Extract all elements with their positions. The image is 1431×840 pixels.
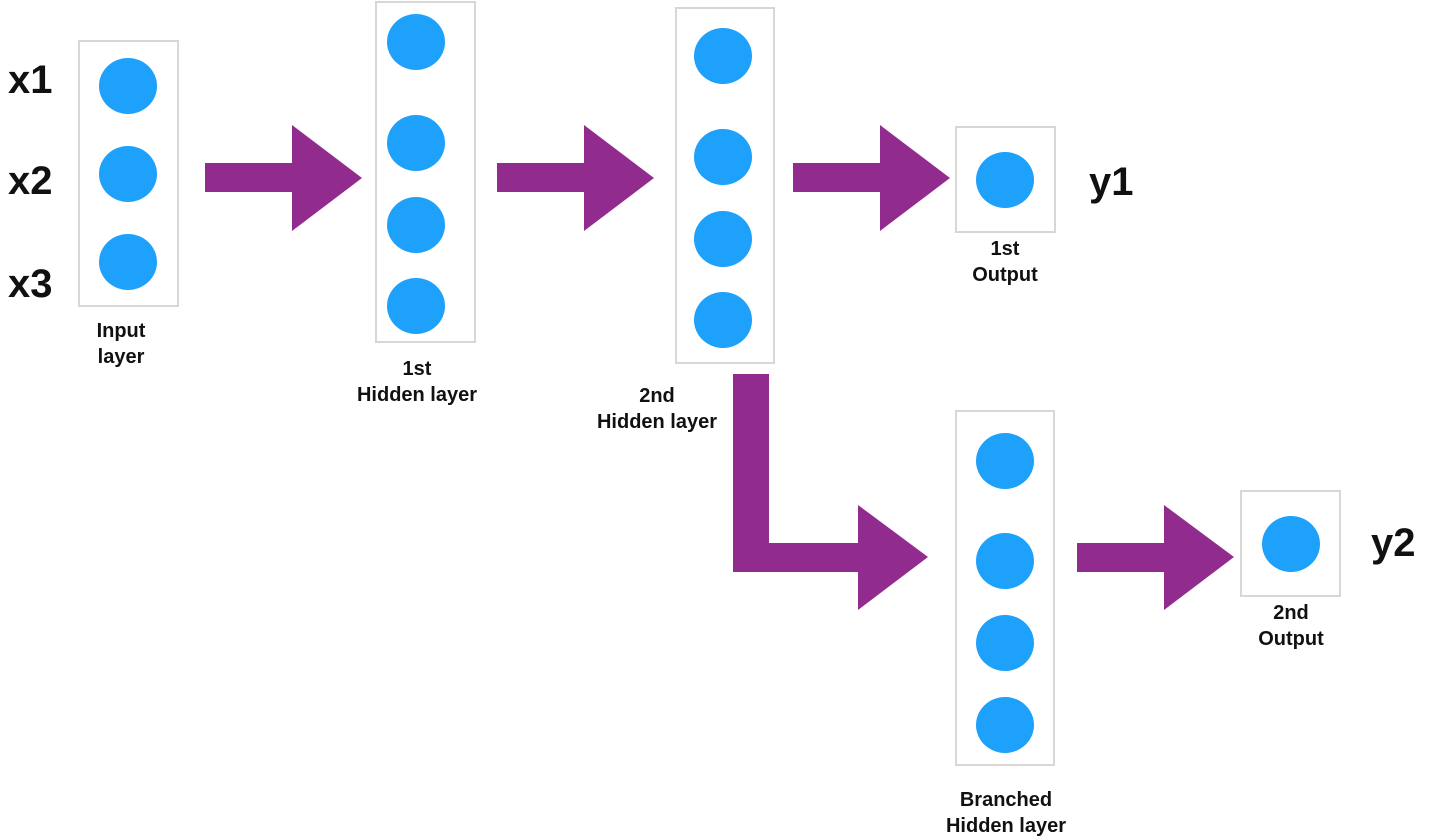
caption-output1-layer: 1st Output xyxy=(972,236,1038,288)
branched-layer-box xyxy=(955,410,1055,766)
input-label-x3: x3 xyxy=(8,262,53,306)
caption-output2-line1: 2nd xyxy=(1273,602,1309,624)
neuron-branched-3 xyxy=(976,615,1034,671)
caption-hidden2-layer: 2nd Hidden layer xyxy=(597,383,717,435)
caption-hidden1-layer: 1st Hidden layer xyxy=(357,356,477,408)
neuron-hidden1-2 xyxy=(387,115,445,171)
neuron-branched-4 xyxy=(976,697,1034,753)
caption-hidden1-line2: Hidden layer xyxy=(356,384,478,406)
output-label-y2: y2 xyxy=(1371,521,1416,565)
neuron-branched-2 xyxy=(976,533,1034,589)
caption-output2-layer: 2nd Output xyxy=(1258,600,1324,652)
caption-branched-line2: Hidden layer xyxy=(945,815,1067,837)
input-layer-box xyxy=(78,40,179,307)
input-label-x1: x1 xyxy=(8,58,53,102)
neuron-branched-1 xyxy=(976,433,1034,489)
hidden2-layer-box xyxy=(675,7,775,364)
output2-layer-box xyxy=(1240,490,1341,597)
neuron-input-2 xyxy=(99,146,157,202)
neuron-hidden1-1 xyxy=(387,14,445,70)
neuron-hidden2-4 xyxy=(694,292,752,348)
caption-input-layer: Input layer xyxy=(97,318,146,370)
output1-layer-box xyxy=(955,126,1056,233)
neuron-hidden2-3 xyxy=(694,211,752,267)
neuron-input-3 xyxy=(99,234,157,290)
arrow-hidden2-to-branched xyxy=(733,374,928,610)
caption-hidden2-line2: Hidden layer xyxy=(596,411,718,433)
neuron-hidden1-3 xyxy=(387,197,445,253)
output-label-y1: y1 xyxy=(1089,160,1134,204)
arrow-hidden2-to-output1 xyxy=(793,125,950,231)
caption-branched-line1: Branched xyxy=(959,789,1053,811)
input-label-x2: x2 xyxy=(8,159,53,203)
caption-output2-line2: Output xyxy=(1258,628,1324,650)
caption-hidden1-line1: 1st xyxy=(402,358,432,380)
neuron-output1 xyxy=(976,152,1034,208)
arrow-branched-to-output2 xyxy=(1077,505,1234,610)
arrow-input-to-hidden1 xyxy=(205,125,362,231)
neuron-output2 xyxy=(1262,516,1320,572)
caption-branched-layer: Branched Hidden layer xyxy=(946,787,1066,839)
caption-input-line1: Input xyxy=(96,320,146,342)
caption-output1-line2: Output xyxy=(972,264,1038,286)
neuron-input-1 xyxy=(99,58,157,114)
caption-output1-line1: 1st xyxy=(990,238,1020,260)
caption-input-line2: layer xyxy=(97,346,145,368)
neuron-hidden2-1 xyxy=(694,28,752,84)
arrow-hidden1-to-hidden2 xyxy=(497,125,654,231)
neuron-hidden1-4 xyxy=(387,278,445,334)
caption-hidden2-line1: 2nd xyxy=(639,385,675,407)
neuron-hidden2-2 xyxy=(694,129,752,185)
hidden1-layer-box xyxy=(375,1,476,343)
